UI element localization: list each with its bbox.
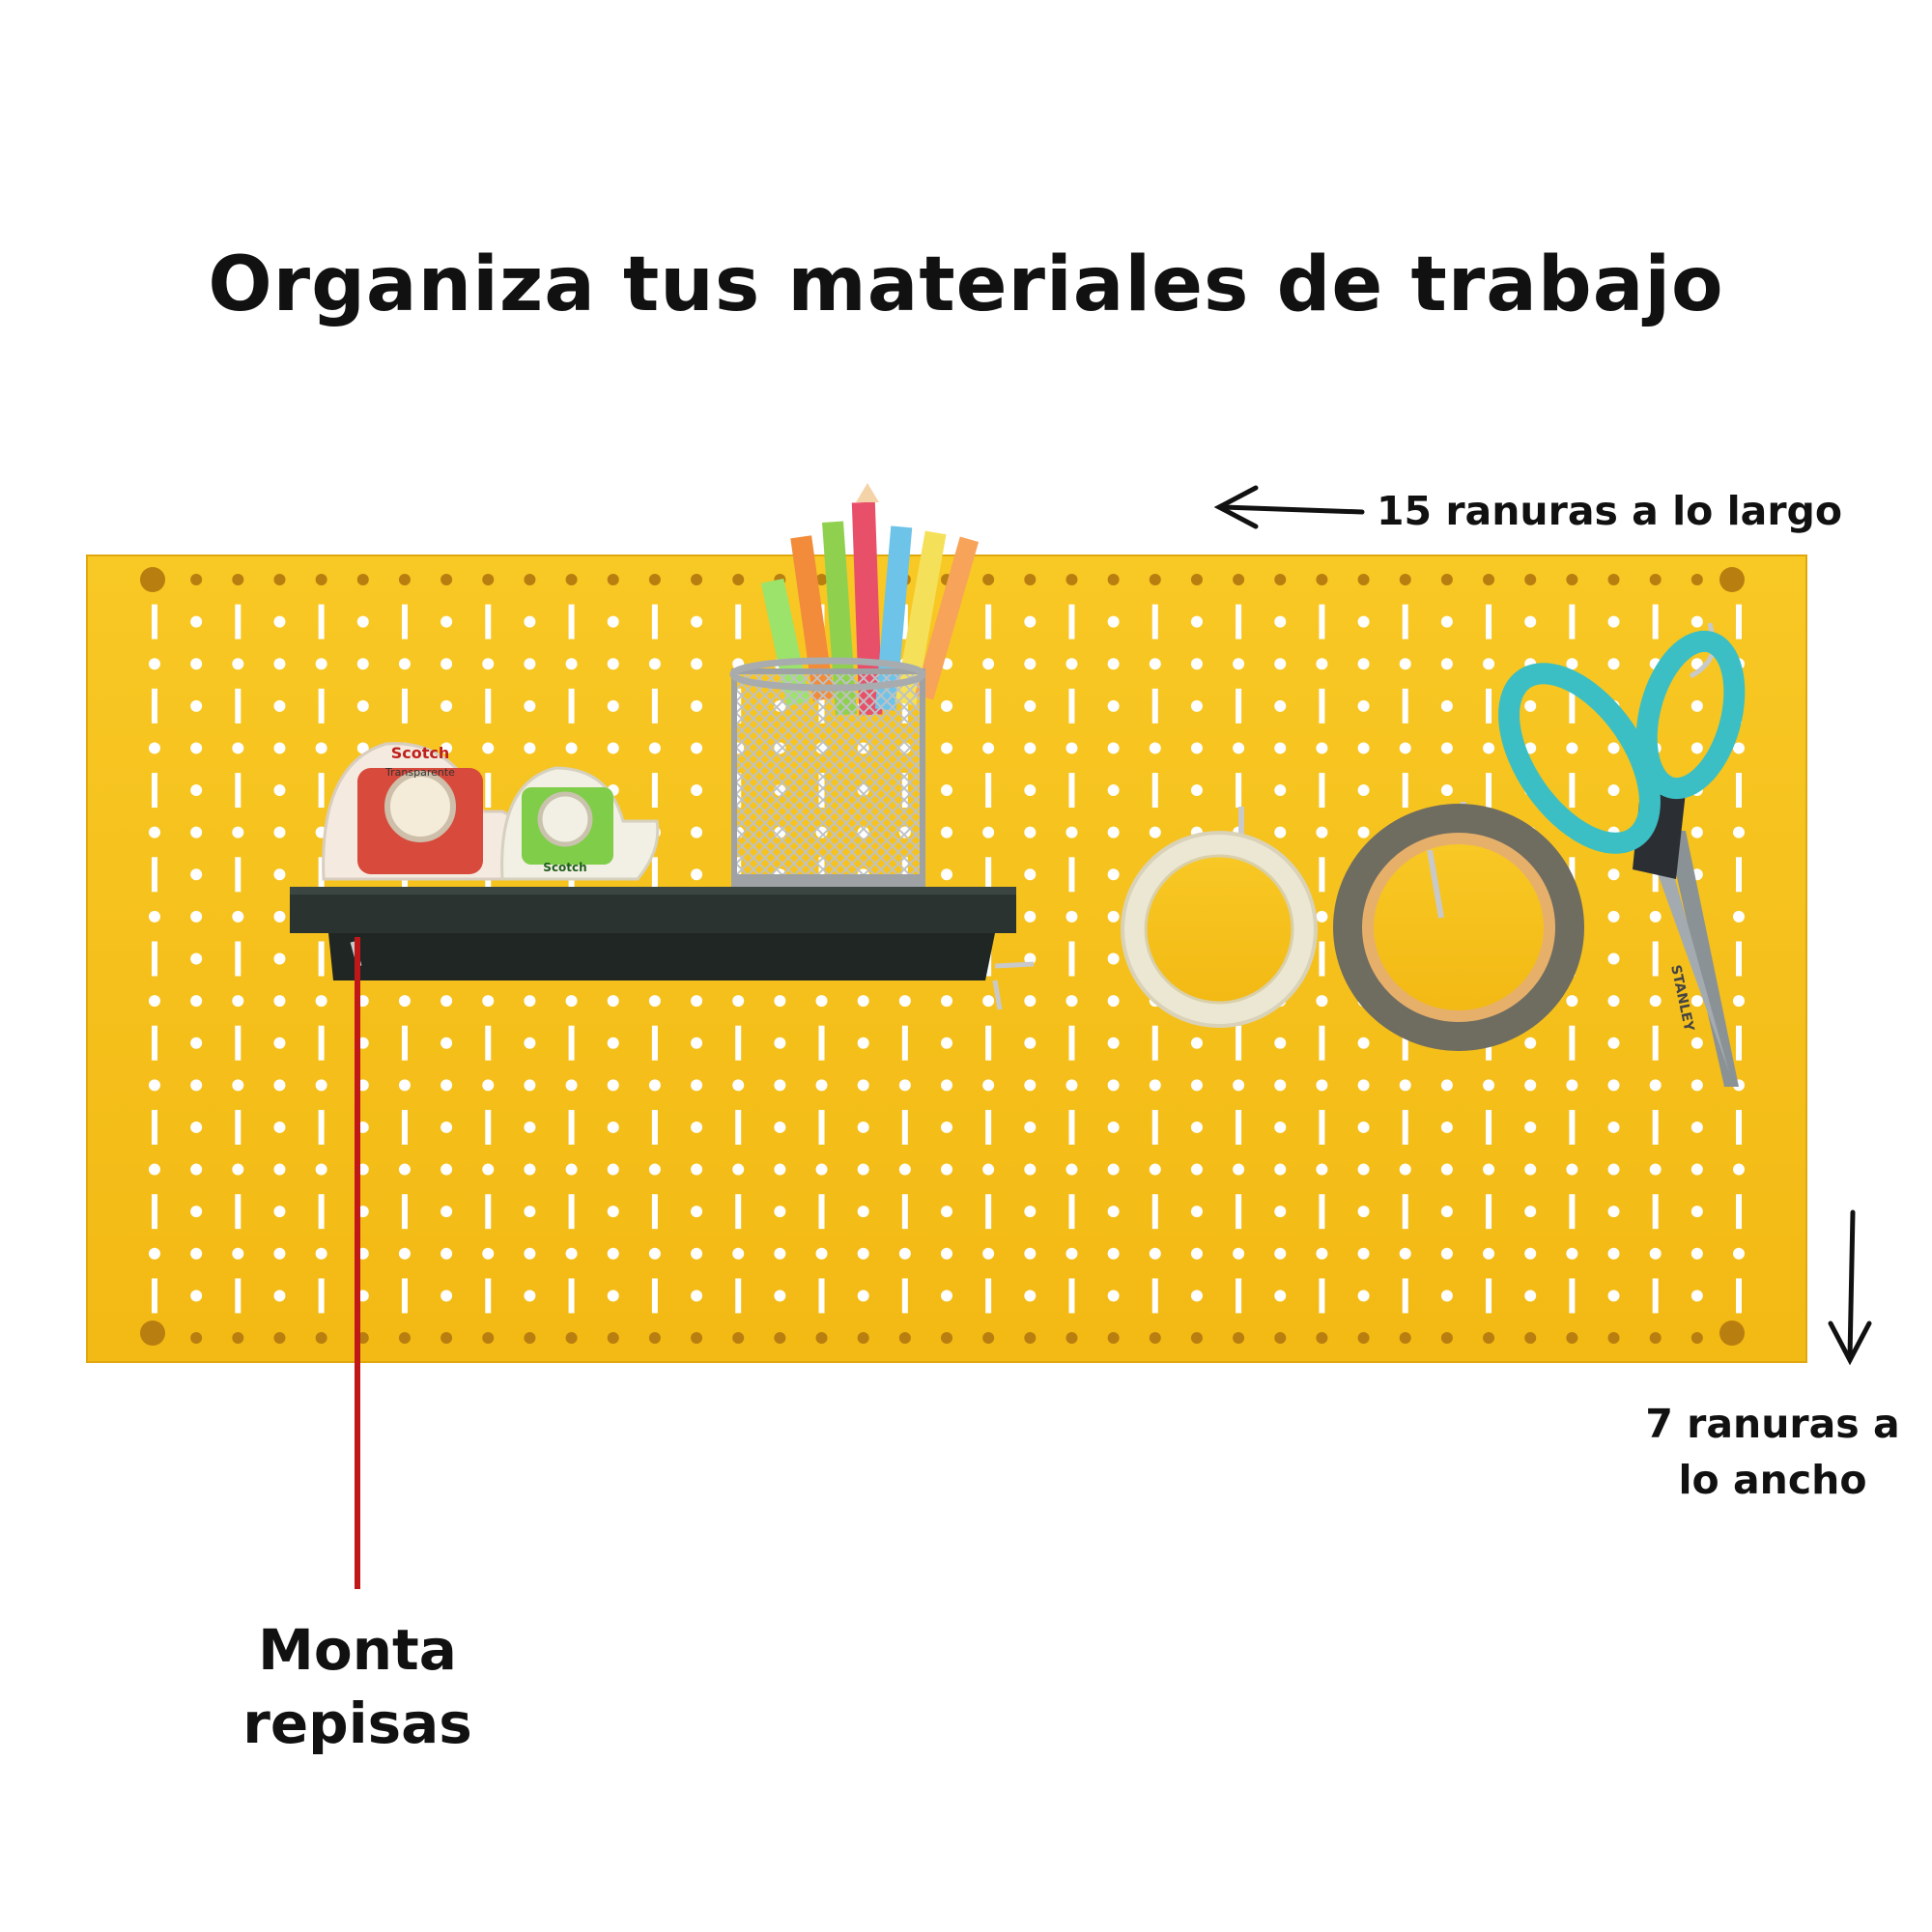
tape-dispenser-transparent: Scotch Transparente — [322, 742, 525, 881]
tape-dispenser-green: Scotch — [500, 766, 660, 881]
length-arrow — [1213, 485, 1365, 529]
shelf-mount-annotation: Monta repisas — [242, 1617, 472, 1756]
masking-tape-roll — [1121, 807, 1318, 1028]
length-annotation: 15 ranuras a lo largo — [1377, 488, 1843, 534]
duct-tape-roll — [1333, 801, 1584, 1051]
pegboard-holes — [149, 574, 1745, 1344]
mounting-holes — [140, 567, 1745, 1346]
scissors: STANLEY — [1498, 622, 1746, 1087]
pencil-holder — [729, 483, 980, 892]
page-title: Organiza tus materiales de trabajo — [208, 242, 1724, 328]
shelf — [290, 887, 1035, 1010]
tape-1-brand: Scotch — [391, 744, 450, 762]
tape-1-sub: Transparente — [384, 766, 455, 779]
tape-2-brand: Scotch — [543, 861, 586, 874]
width-annotation: 7 ranuras a lo ancho — [1645, 1401, 1900, 1503]
width-arrow — [1828, 1209, 1872, 1366]
